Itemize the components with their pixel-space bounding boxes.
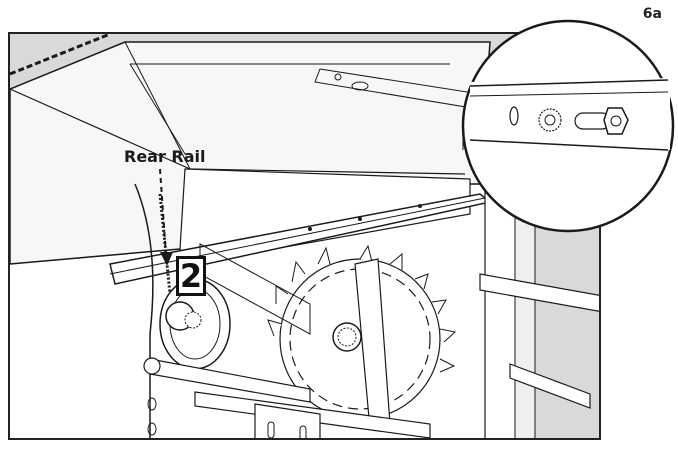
table-saw-illustration [10,34,599,438]
figure-number: 6a [642,6,662,22]
dashed-down-arrow-icon [159,168,173,266]
rear-rail-label: Rear Rail [124,147,206,166]
illustration-frame: Rear Rail 2 [8,32,601,440]
step-number-badge: 2 [176,256,206,296]
